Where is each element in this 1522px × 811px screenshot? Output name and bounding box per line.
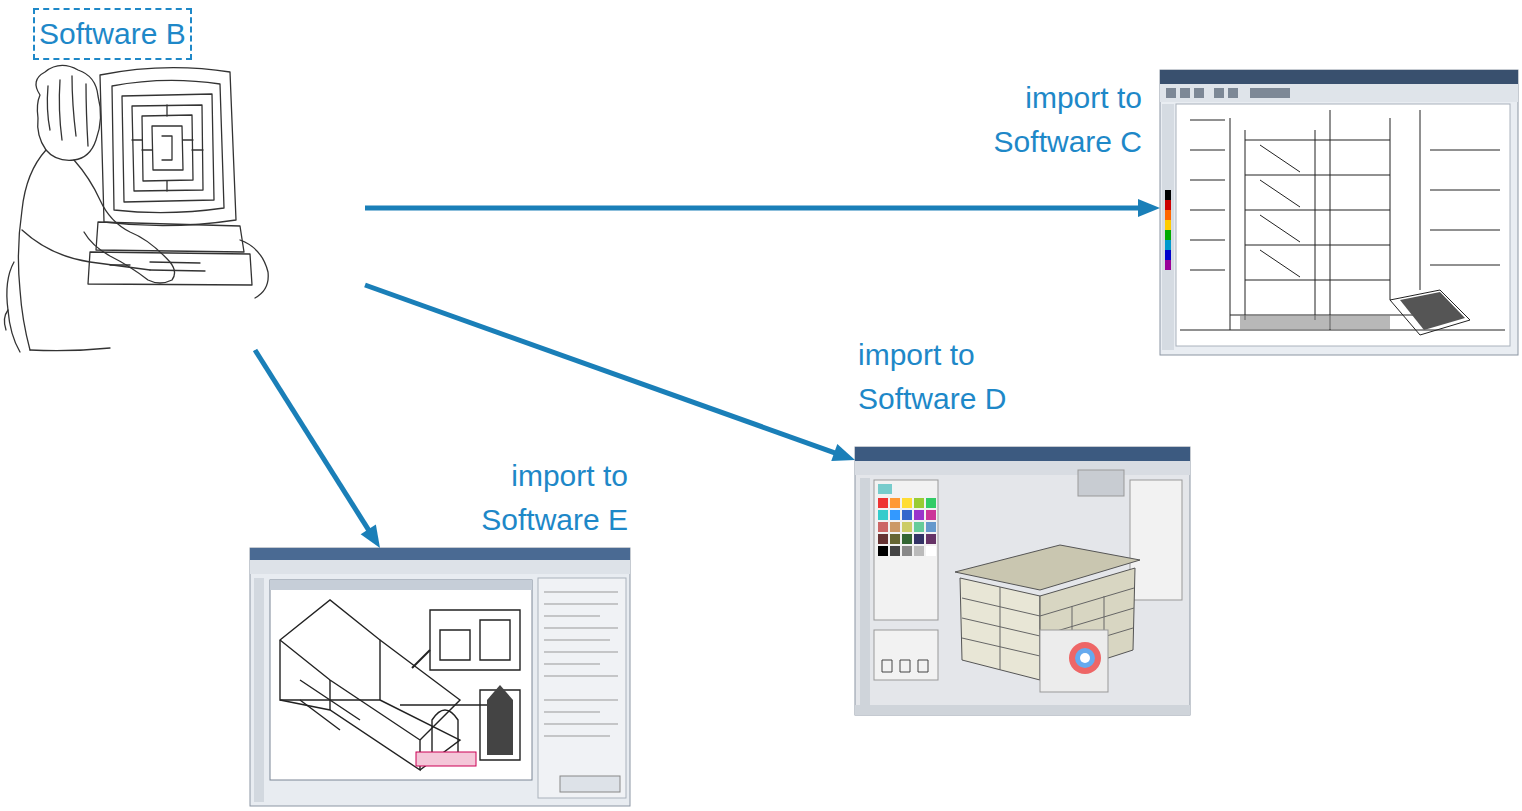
arrow-head bbox=[831, 444, 855, 461]
software-d-screenshot bbox=[855, 447, 1190, 715]
arrow-line bbox=[365, 206, 1140, 211]
software-screenshot-box: import to Software D bbox=[855, 447, 1190, 715]
arrow-head bbox=[361, 525, 380, 548]
import-arrow bbox=[365, 285, 855, 461]
arrow-line bbox=[365, 285, 836, 453]
software-c-screenshot bbox=[1160, 70, 1518, 355]
import-arrow bbox=[255, 350, 380, 548]
import-label: import to Software D bbox=[858, 333, 1088, 421]
software-screenshot-box: import to Software E bbox=[250, 548, 630, 806]
import-arrow bbox=[365, 199, 1160, 217]
person-at-computer-sketch bbox=[4, 65, 268, 352]
import-label: import to Software C bbox=[912, 76, 1142, 164]
software-source-group: Software B bbox=[0, 0, 365, 350]
arrow-line bbox=[255, 350, 369, 531]
import-label: import to Software E bbox=[398, 454, 628, 542]
arrow-head bbox=[1138, 199, 1160, 217]
software-e-screenshot bbox=[250, 548, 630, 806]
software-label: Software B bbox=[33, 8, 192, 60]
software-screenshot-box: import to Software C bbox=[1160, 70, 1518, 355]
